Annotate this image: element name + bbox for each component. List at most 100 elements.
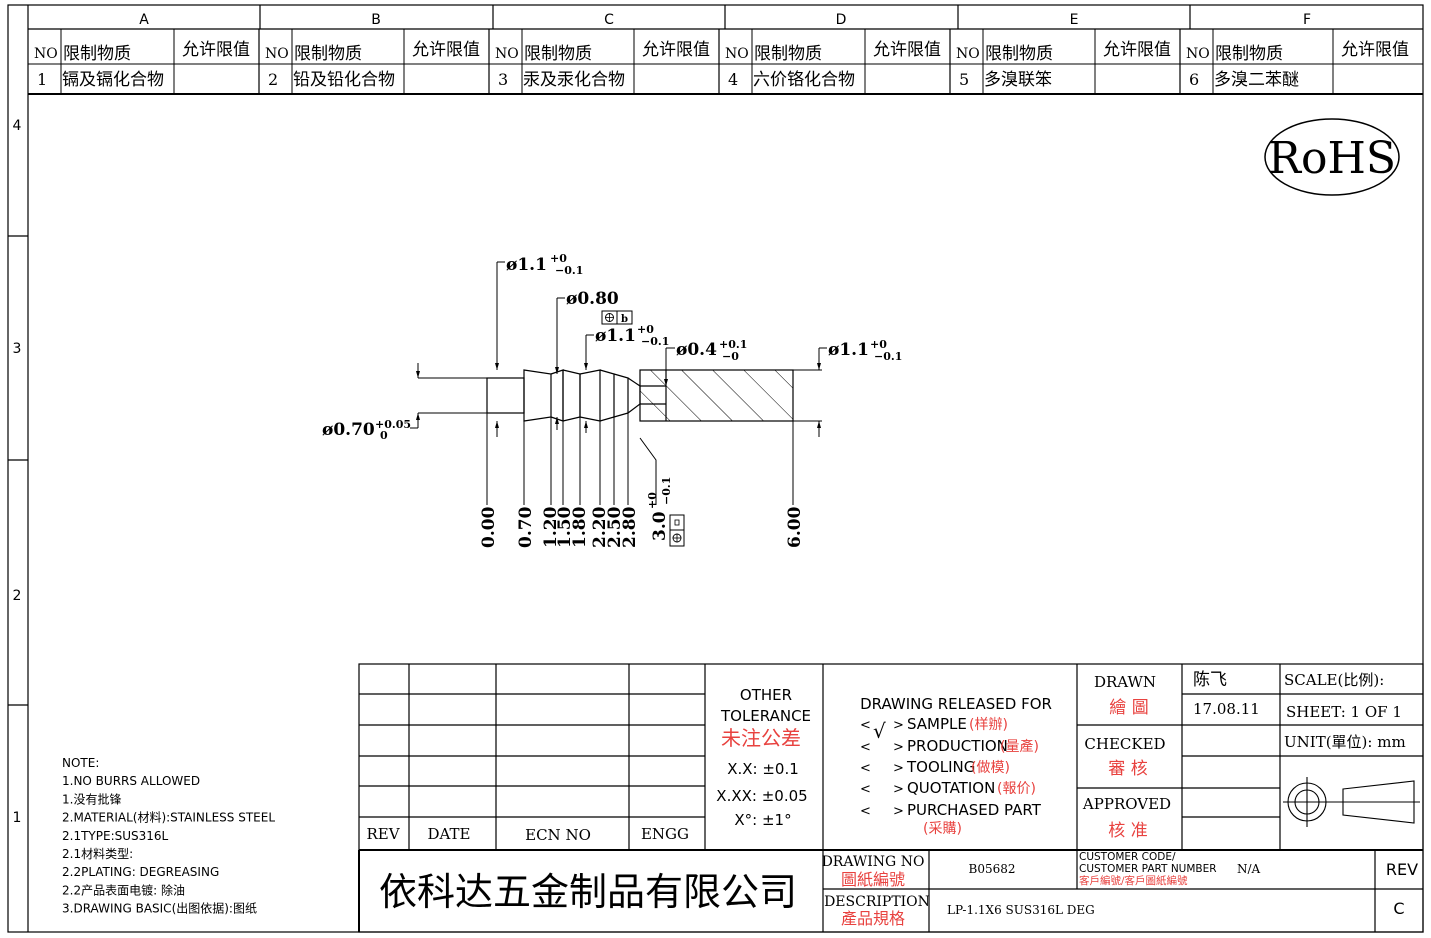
col-header-substance: 限制物质 <box>754 44 822 64</box>
release-option-label-cn: (做模) <box>971 760 1010 776</box>
col-header-substance: 限制物质 <box>985 44 1053 64</box>
zone-col-b: B <box>371 12 381 28</box>
release-option: <>SAMPLE(样辦) <box>860 715 1008 733</box>
ecn-header: ECN NO <box>525 826 591 844</box>
col-header-limit: 允许限值 <box>642 40 710 60</box>
zone-col-a: A <box>139 12 149 28</box>
notes-block: NOTE:1.NO BURRS ALLOWED1.没有批锋2.MATERIAL(… <box>62 756 275 916</box>
tolerance-title-1: OTHER <box>740 686 792 704</box>
zone-col-f: F <box>1303 12 1311 28</box>
pos-label: 6.00 <box>785 506 805 548</box>
dim-d5-tol-dn: −0.1 <box>874 350 902 363</box>
substance-no: 6 <box>1189 70 1199 89</box>
dim-d6-tol-dn: 0 <box>380 429 388 442</box>
release-option-label-cn: (样辦) <box>969 717 1008 733</box>
position-tolerance-frame-top: b <box>601 310 633 325</box>
zone-row-1: 1 <box>13 810 22 826</box>
release-option-label: PURCHASED PART <box>907 801 1042 819</box>
note-line: 2.MATERIAL(材料):STAINLESS STEEL <box>62 811 275 825</box>
release-check-icon: √ <box>873 719 886 743</box>
dim-d4-tol-up: +0.1 <box>719 338 747 351</box>
dim-d4: ø0.4 <box>676 340 717 360</box>
dim-d3-tol-dn: −0.1 <box>641 335 669 348</box>
zone-col-d: D <box>836 12 847 28</box>
dim-d3: ø1.1 <box>595 326 636 346</box>
dimension-texts: ø1.1 +0 −0.1 ø0.80 b ø1.1 +0 −0.1 ø0.4 +… <box>322 252 902 442</box>
col-header-no: NO <box>725 46 749 62</box>
tolerance-xxx: X.XX: ±0.05 <box>716 787 807 805</box>
rohs-badge: RoHS <box>1264 118 1400 196</box>
col-header-no: NO <box>265 46 289 62</box>
drawn-label: DRAWN <box>1094 673 1156 691</box>
substance-name: 多溴二苯醚 <box>1214 70 1299 90</box>
col-header-limit: 允许限值 <box>182 40 250 60</box>
release-block: DRAWING RELEASED FOR √ <box>860 695 1052 743</box>
dim-depth: 3.0 <box>650 511 670 541</box>
revision-table: REV DATE ECN NO ENGG <box>366 825 689 844</box>
rohs-label: RoHS <box>1268 133 1396 184</box>
tolerance-block: OTHER TOLERANCE 未注公差 X.X: ±0.1 X.XX: ±0.… <box>716 686 811 829</box>
release-bracket-close: > <box>893 740 904 755</box>
pos-label: 2.20 <box>590 506 610 548</box>
scale-label: SCALE(比例): <box>1284 671 1384 689</box>
col-header-no: NO <box>1186 46 1210 62</box>
col-header-no: NO <box>495 46 519 62</box>
col-header-limit: 允许限值 <box>1103 40 1171 60</box>
release-option-label: TOOLING <box>906 758 975 776</box>
title-block-lower: 依科达五金制品有限公司 DRAWING NO 圖紙編號 B05682 CUSTO… <box>379 851 1418 928</box>
dim-d1: ø1.1 <box>506 255 547 275</box>
customer-value: N/A <box>1237 862 1261 876</box>
drawing-no-label-cn: 圖紙編號 <box>841 870 905 889</box>
col-header-substance: 限制物质 <box>524 44 592 64</box>
zone-row-4: 4 <box>13 118 22 134</box>
col-header-no: NO <box>956 46 980 62</box>
dim-d4-tol-dn: −0 <box>722 350 739 363</box>
dim-d6-tol-up: +0.05 <box>375 418 411 431</box>
pos-label: 2.80 <box>620 506 640 548</box>
note-line: 1.没有批锋 <box>62 791 121 806</box>
customer-label-2: CUSTOMER PART NUMBER <box>1079 863 1217 875</box>
description-label-cn: 產品規格 <box>841 909 905 928</box>
note-line: 2.2产品表面电镀: 除油 <box>62 882 185 897</box>
engg-header: ENGG <box>641 825 689 843</box>
tolerance-deg: X°: ±1° <box>734 811 791 829</box>
substance-name: 六价铬化合物 <box>753 70 855 90</box>
tolerance-title-cn: 未注公差 <box>721 726 801 750</box>
checked-label: CHECKED <box>1084 735 1165 753</box>
substance-no: 5 <box>959 70 969 89</box>
pos-label: 1.50 <box>555 506 575 548</box>
release-bracket-close: > <box>893 718 904 733</box>
zone-row-3: 3 <box>13 341 22 357</box>
projection-symbol-icon <box>1283 777 1420 827</box>
datum-flag: b <box>621 314 628 325</box>
release-option-label: SAMPLE <box>907 715 967 733</box>
note-line: 2.1TYPE:SUS316L <box>62 829 169 843</box>
col-header-limit: 允许限值 <box>873 40 941 60</box>
release-option-label: PRODUCTION <box>907 737 1008 755</box>
release-option-label-cn: (報价) <box>997 781 1036 797</box>
company-name: 依科达五金制品有限公司 <box>379 870 797 914</box>
col-header-substance: 限制物质 <box>294 44 362 64</box>
col-header-limit: 允许限值 <box>1341 40 1409 60</box>
drawn-date: 17.08.11 <box>1193 700 1260 718</box>
zone-column-labels: A B C D E F <box>139 12 1311 28</box>
col-header-substance: 限制物质 <box>63 44 131 64</box>
drawn-label-cn: 繪 圖 <box>1109 698 1148 718</box>
release-bracket-close: > <box>893 782 904 797</box>
drawing-no-value: B05682 <box>969 862 1016 876</box>
release-bracket-open: < <box>860 761 871 776</box>
release-option: <>QUOTATION(報价) <box>860 779 1036 797</box>
substance-name: 汞及汞化合物 <box>523 70 625 90</box>
pos-label: 1.20 <box>541 506 561 548</box>
zone-row-labels: 4 3 2 1 <box>13 118 22 826</box>
dim-d5-tol-up: +0 <box>870 338 887 351</box>
drawn-by: 陈飞 <box>1193 670 1227 690</box>
release-bracket-open: < <box>860 804 871 819</box>
release-option: <>PURCHASED PART(采購) <box>860 801 1042 837</box>
release-option: <>TOOLING(做模) <box>860 758 1010 776</box>
release-option-label: QUOTATION <box>907 779 995 797</box>
dim-depth-tol-dn: −0.1 <box>660 477 673 505</box>
description-label: DESCRIPTION <box>824 894 930 910</box>
note-line: 3.DRAWING BASIC(出图依据):图纸 <box>62 901 257 916</box>
signoff-block: DRAWN 繪 圖 陈飞 17.08.11 CHECKED 審 核 APPROV… <box>1082 670 1406 841</box>
